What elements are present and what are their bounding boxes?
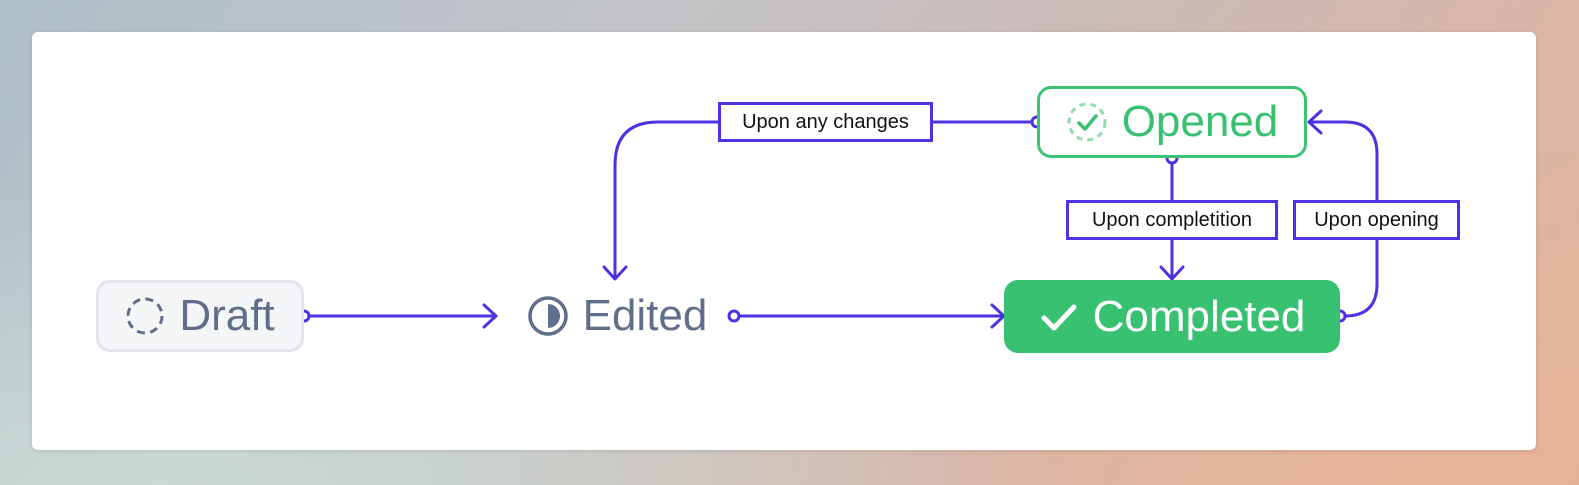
checkmark-icon	[1039, 297, 1079, 337]
edge-completed-to-opened	[1308, 120, 1379, 318]
arrowhead-completed-top	[1159, 265, 1185, 281]
arrowhead-edited	[482, 303, 498, 329]
node-draft-label: Draft	[179, 291, 275, 340]
dashed-circle-icon	[125, 296, 165, 336]
node-completed[interactable]: Completed	[1004, 280, 1340, 353]
node-edited-label: Edited	[582, 291, 708, 340]
edge-label-upon-opening[interactable]: Upon opening	[1293, 200, 1460, 240]
edge-label-upon-any-changes[interactable]: Upon any changes	[718, 102, 933, 142]
dashed-check-circle-icon	[1066, 101, 1108, 143]
node-opened-label: Opened	[1121, 97, 1279, 146]
node-edited[interactable]: Edited	[512, 280, 722, 352]
port-edited-out	[727, 309, 741, 323]
node-draft[interactable]: Draft	[96, 280, 304, 352]
edge-label-upon-completion[interactable]: Upon completition	[1066, 200, 1278, 240]
edge-opened-to-edited	[613, 120, 1034, 279]
half-circle-icon	[527, 295, 569, 337]
arrowhead-opened-right	[1307, 109, 1323, 135]
node-opened[interactable]: Opened	[1037, 86, 1307, 158]
node-completed-label: Completed	[1092, 291, 1306, 341]
arrowhead-edited-top	[602, 265, 628, 281]
